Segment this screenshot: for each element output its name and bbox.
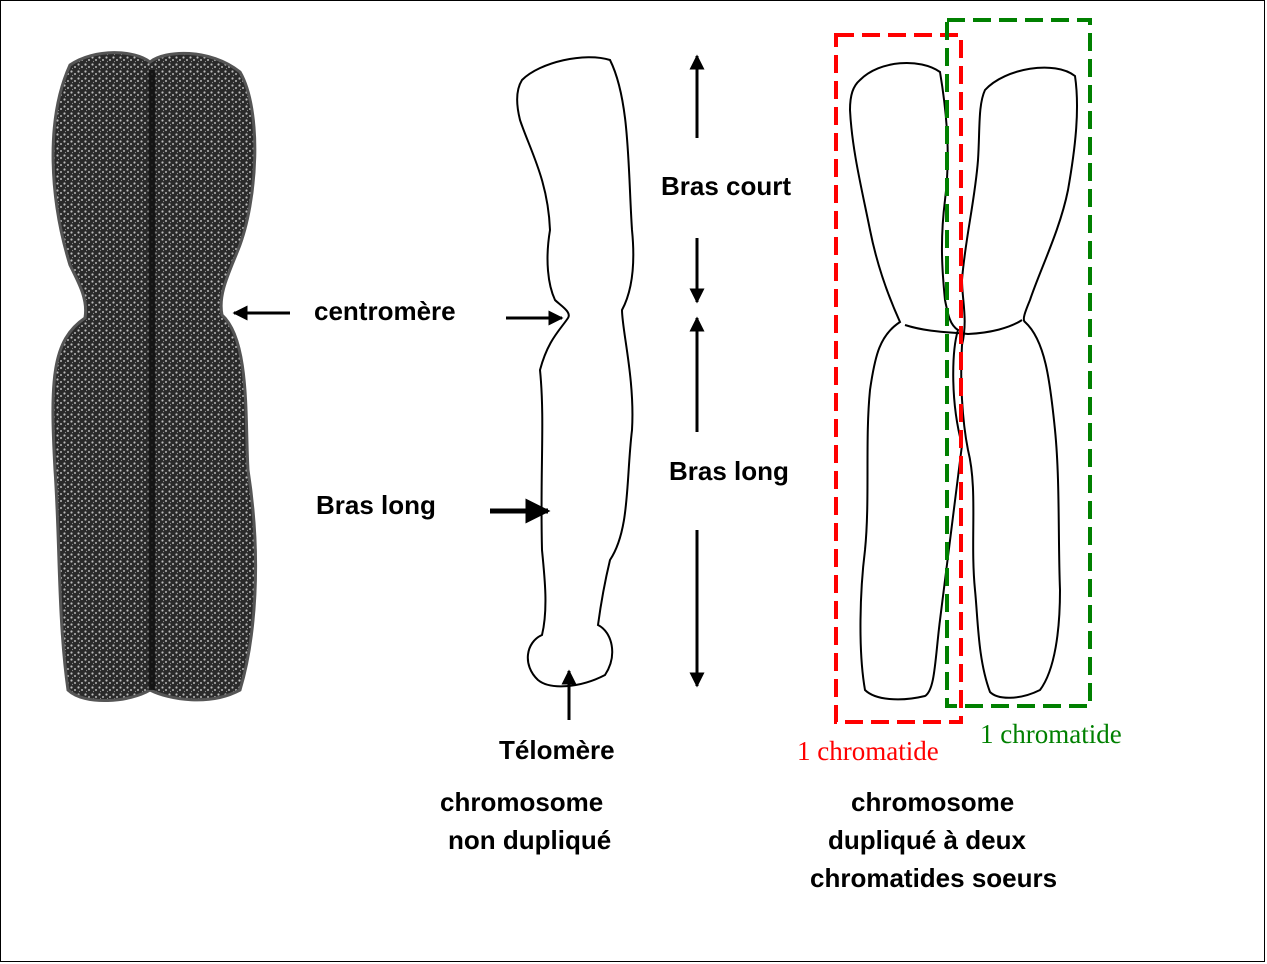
undup-caption-line2: non dupliqué xyxy=(448,825,611,855)
undup-caption-line1: chromosome xyxy=(440,787,603,817)
undup-chromosome-outline xyxy=(517,57,633,686)
centromere-label: centromère xyxy=(314,296,456,326)
dup-caption-line2: dupliqué à deux xyxy=(828,825,1026,855)
chromatide-red-label: 1 chromatide xyxy=(797,736,939,766)
bras-court-label: Bras court xyxy=(661,171,791,201)
chromosome-photo xyxy=(53,53,256,701)
telomere-label: Télomère xyxy=(499,735,615,765)
red-chromatide-box xyxy=(836,35,961,722)
chromatide-green-label: 1 chromatide xyxy=(980,719,1122,749)
dup-caption-line1: chromosome xyxy=(851,787,1014,817)
bras-long-right-label: Bras long xyxy=(669,456,789,486)
bras-long-left-label: Bras long xyxy=(316,490,436,520)
green-chromatide-box xyxy=(947,20,1090,706)
right-chromatid-outline xyxy=(961,68,1077,698)
dup-caption-line3: chromatides soeurs xyxy=(810,863,1057,893)
